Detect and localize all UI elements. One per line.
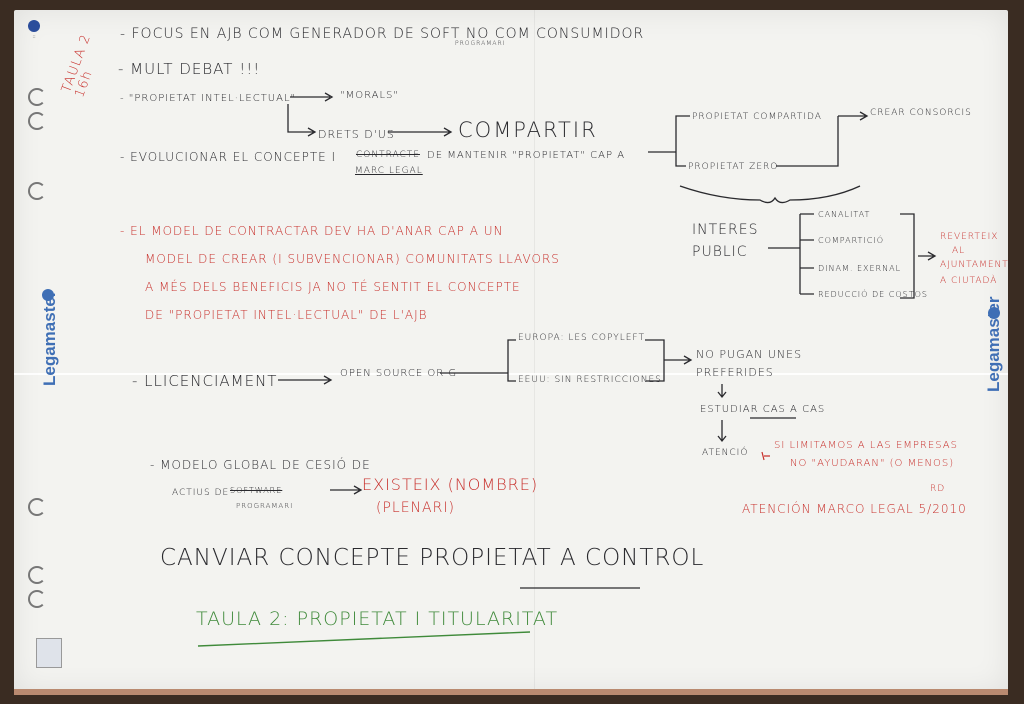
brand-badge-icon: :: [24, 18, 44, 60]
red-line-1: - EL MODEL DE CONTRACTAR DEV HA D'ANAR C… [120, 224, 504, 238]
no-pugan: NO PUGAN UNES [696, 348, 803, 361]
line-evolucionar: - EVOLUCIONAR EL CONCEPTE I [120, 150, 337, 164]
paper-edge [14, 689, 1008, 695]
line-contracte: CONTRACTE [356, 150, 420, 160]
line-mantenir: DE MANTENIR "PROPIETAT" CAP A [427, 150, 626, 161]
line-morals: "MORALS" [340, 90, 400, 101]
red-line-3: A MÉS DELS BENEFICIS JA NO TÉ SENTIT EL … [145, 280, 521, 294]
red-si-1: SI LIMITAMOS A LAS EMPRESAS [774, 440, 958, 451]
binder-hole [28, 88, 46, 106]
existeix: EXISTEIX (NOMBRE) [362, 475, 539, 494]
europa: EUROPA: LES COPYLEFT [518, 333, 645, 343]
reverteix-3: AJUNTAMENT [940, 260, 1009, 270]
model-software: SOFTWARE [230, 486, 283, 495]
binder-hole [28, 590, 46, 608]
interes: INTERES [692, 222, 759, 238]
fold-line [534, 10, 535, 692]
plenari: (PLENARI) [376, 500, 455, 516]
line-compartir: COMPARTIR [458, 118, 598, 142]
canviar-concepte: CANVIAR CONCEPTE PROPIETAT A CONTROL [160, 545, 705, 571]
red-line-2: MODEL DE CREAR (I SUBVENCIONAR) COMUNITA… [145, 252, 560, 266]
preferides: PREFERIDES [696, 366, 774, 379]
binder-hole [28, 112, 46, 130]
ip-dinam: DINAM. EXERNAL [818, 264, 902, 273]
model-programari: PROGRAMARI [236, 502, 294, 510]
ip-comparticio: COMPARTICIÓ [818, 236, 885, 245]
brand-dot-icon [42, 289, 54, 301]
atencio: ATENCIÓ [702, 448, 749, 458]
taula-title: TAULA 2: PROPIETAT I TITULARITAT [196, 608, 559, 630]
public: PUBLIC [692, 244, 748, 260]
eeuu: EEUU: SIN RESTRICCIONES [518, 375, 662, 385]
reverteix-2: AL [952, 246, 966, 256]
red-line-4: DE "PROPIETAT INTEL·LECTUAL" DE L'AJB [145, 308, 428, 322]
line-drets: DRETS D'US [318, 128, 395, 141]
line-focus: - FOCUS EN AJB COM GENERADOR DE SOFT NO … [120, 26, 645, 42]
brand-dot-icon [988, 307, 1000, 319]
line-pi: - "PROPIETAT INTEL·LECTUAL" [120, 93, 297, 104]
line-marc-legal: MARC LEGAL [355, 166, 423, 176]
flipchart-paper [14, 10, 1008, 692]
binder-hole [28, 182, 46, 200]
model-line-2: ACTIUS DE [172, 488, 230, 498]
stamp-icon [36, 638, 62, 668]
ip-canalitat: CANALITAT [818, 210, 871, 219]
binder-hole [28, 566, 46, 584]
reverteix-1: REVERTEIX [940, 232, 999, 242]
red-marc: ATENCIÓN MARCO LEGAL 5/2010 [742, 502, 967, 516]
line-focus-sub: PROGRAMARI [455, 40, 506, 47]
reverteix-4: A CIUTADÀ [940, 276, 998, 286]
red-rd: RD [930, 484, 946, 494]
crear-consorcis: CREAR CONSORCIS [870, 108, 972, 118]
propietat-compartida: PROPIETAT COMPARTIDA [692, 112, 822, 122]
open-source: OPEN SOURCE OR G [340, 368, 458, 379]
binder-hole [28, 498, 46, 516]
model-line-1: - MODELO GLOBAL DE CESIÓ DE [150, 458, 371, 472]
line-debat: - MULT DEBAT !!! [118, 60, 261, 78]
ip-reduccio: REDUCCIÓ DE COSTOS [818, 290, 928, 299]
propietat-zero: PROPIETAT ZERO [688, 162, 779, 172]
estudiar: ESTUDIAR CAS A CAS [700, 404, 826, 415]
red-si-2: NO "AYUDARAN" (O MENOS) [790, 458, 955, 469]
llicenciament: - LLICENCIAMENT [132, 372, 278, 390]
